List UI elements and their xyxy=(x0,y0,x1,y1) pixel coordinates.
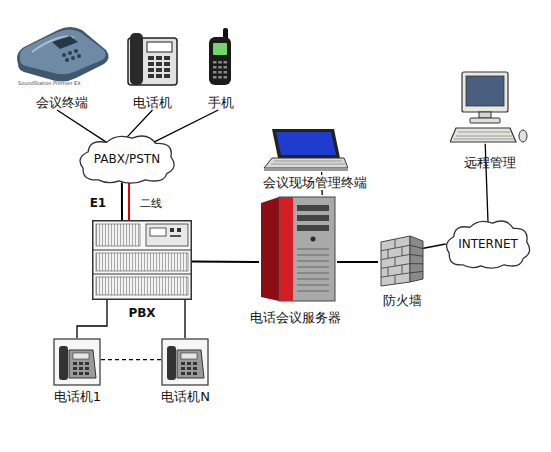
conference-terminal-graphic xyxy=(17,27,109,82)
extension-phone: 电话机1 xyxy=(50,338,105,404)
connector-line xyxy=(149,110,218,144)
connector-line xyxy=(57,110,107,142)
firewall-shape xyxy=(378,232,426,287)
node-label: 会议终端 xyxy=(36,95,88,110)
laptop-terminal-shape xyxy=(260,128,348,172)
mobile-phone-shape xyxy=(206,28,234,86)
connector-line xyxy=(121,182,123,220)
pbx-switch-graphic xyxy=(92,221,192,300)
firewall: 防火墙 xyxy=(378,232,426,308)
network-cloud: PABX/PSTN xyxy=(76,133,178,185)
connector-line xyxy=(101,359,161,360)
remote-pc-shape xyxy=(450,70,530,146)
node-label: PABX/PSTN xyxy=(94,152,160,166)
conference-terminal: 会议终端 xyxy=(12,22,112,110)
connector-line xyxy=(127,110,153,137)
conference-terminal-shape xyxy=(12,22,112,84)
desk-phone-shape xyxy=(125,30,180,88)
model-label: SoundStation Premier EX xyxy=(18,80,81,86)
connector-line xyxy=(184,300,185,338)
connector-line xyxy=(337,261,378,263)
conference-server-graphic xyxy=(261,197,335,301)
node-label: INTERNET xyxy=(458,237,518,251)
conference-server-shape xyxy=(259,195,337,303)
desk-phone-graphic xyxy=(128,33,177,85)
extension-phone-shape xyxy=(53,338,101,386)
network-cloud-graphic xyxy=(80,136,174,183)
connector-line xyxy=(192,261,259,263)
laptop-terminal: 会议现场管理终端 xyxy=(252,128,377,190)
line-label: E1 xyxy=(90,196,107,210)
node-label: 电话机 xyxy=(133,95,172,110)
line-label: 二线 xyxy=(140,196,162,211)
node-label: 远程管理 xyxy=(464,155,516,170)
mobile-phone-graphic xyxy=(209,28,231,85)
remote-pc: 远程管理 xyxy=(450,70,530,170)
connector-line xyxy=(422,244,446,249)
firewall-graphic xyxy=(381,236,423,286)
node-label: 手机 xyxy=(208,95,234,110)
node-label: 会议现场管理终端 xyxy=(261,175,369,190)
node-label: 电话机N xyxy=(161,389,210,404)
node-label: 防火墙 xyxy=(383,293,422,308)
conference-server: 电话会议服务器 xyxy=(242,195,348,325)
extension-phone-shape xyxy=(161,338,209,386)
pbx-switch: PBX xyxy=(92,220,192,320)
connector-line xyxy=(128,182,130,220)
desk-phone: 电话机 xyxy=(125,28,180,110)
extension-phone-graphic xyxy=(162,339,208,385)
remote-pc-graphic xyxy=(450,72,527,142)
extension-phone: 电话机N xyxy=(158,338,213,404)
node-label: 电话机1 xyxy=(54,389,101,404)
node-label: 电话会议服务器 xyxy=(250,310,341,325)
mobile-phone: 手机 xyxy=(198,28,243,110)
connector-line xyxy=(77,300,107,338)
pbx-switch-shape xyxy=(92,220,192,300)
extension-phone-graphic xyxy=(54,339,100,385)
laptop-terminal-graphic xyxy=(264,129,348,171)
network-cloud-graphic xyxy=(447,221,530,268)
network-cloud: INTERNET xyxy=(443,218,533,270)
node-label: PBX xyxy=(128,306,155,320)
